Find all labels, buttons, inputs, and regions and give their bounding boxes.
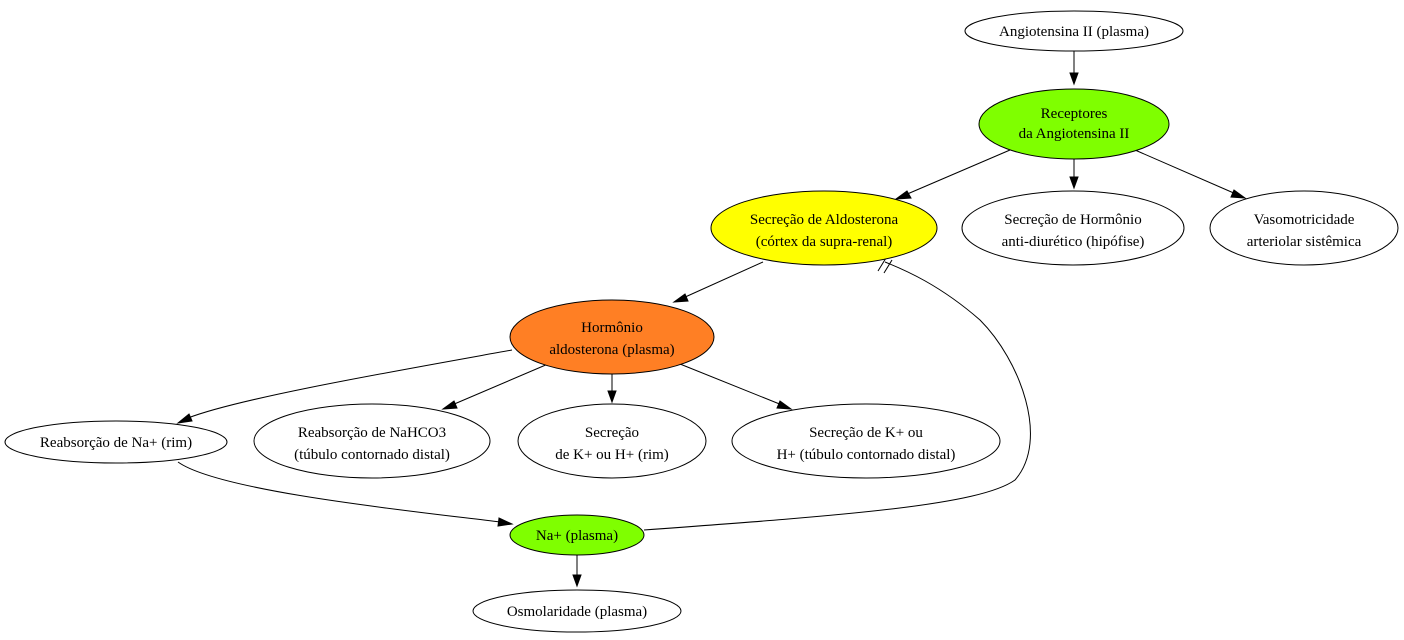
inhibition-tick-1 bbox=[877, 257, 887, 272]
node-shape bbox=[710, 190, 938, 266]
node-label: Reabsorção de Na+ (rim) bbox=[40, 435, 192, 451]
node-label-line-2: (túbulo contornado distal) bbox=[294, 447, 450, 463]
node-label-line-2: da Angiotensina II bbox=[1019, 126, 1130, 142]
node-label: Osmolaridade (plasma) bbox=[507, 604, 647, 620]
inhibition-tick-2 bbox=[883, 259, 893, 274]
node-label-line-1: Reabsorção de NaHCO3 bbox=[298, 425, 446, 441]
nodes: Angiotensina II (plasma) Receptores da A… bbox=[4, 10, 1399, 633]
node-label-line-2: aldosterona (plasma) bbox=[549, 342, 674, 358]
edge-hormonio-secrecao-k-rim bbox=[607, 372, 617, 404]
node-label-line-2: (córtex da supra-renal) bbox=[756, 234, 893, 250]
edge-na-plasma-inhibits-secrecao-aldosterona bbox=[643, 257, 1031, 531]
edge-secrecao-aldosterona-hormonio bbox=[672, 261, 764, 303]
node-reabsorcao-na: Reabsorção de Na+ (rim) bbox=[4, 420, 228, 464]
node-shape bbox=[1209, 190, 1399, 266]
node-secrecao-hormonio-antidiuretico: Secreção de Hormônio anti-diurético (hip… bbox=[961, 190, 1185, 266]
node-shape bbox=[4, 420, 228, 464]
edge-receptores-secrecao-aldosterona bbox=[894, 149, 1011, 200]
edge-reabsorcao-na-na-plasma bbox=[177, 461, 514, 527]
node-label-line-2: H+ (túbulo contornado distal) bbox=[777, 447, 956, 463]
node-shape bbox=[964, 10, 1184, 52]
node-shape bbox=[978, 88, 1170, 160]
node-label-line-1: Secreção de Aldosterona bbox=[750, 212, 899, 228]
node-label: Angiotensina II (plasma) bbox=[999, 24, 1149, 40]
node-shape bbox=[517, 403, 707, 479]
node-label-line-1: Secreção de Hormônio bbox=[1004, 212, 1141, 228]
node-label-line-2: arteriolar sistêmica bbox=[1247, 234, 1362, 250]
node-shape bbox=[253, 403, 491, 479]
node-label-line-1: Vasomotricidade bbox=[1254, 212, 1355, 228]
node-na-plasma: Na+ (plasma) bbox=[509, 514, 645, 556]
edge-receptores-secrecao-hormonio bbox=[1069, 158, 1079, 190]
node-label-line-1: Receptores bbox=[1041, 106, 1108, 122]
node-receptores: Receptores da Angiotensina II bbox=[978, 88, 1170, 160]
node-shape bbox=[509, 514, 645, 556]
edge-receptores-vasomotricidade bbox=[1134, 149, 1247, 199]
edge-hormonio-secrecao-k-distal bbox=[679, 363, 793, 410]
edge-angiotensina-receptores bbox=[1069, 50, 1079, 86]
node-secrecao-k-rim: Secreção de K+ ou H+ (rim) bbox=[517, 403, 707, 479]
node-shape bbox=[961, 190, 1185, 266]
edge-na-plasma-osmolaridade bbox=[572, 554, 582, 588]
node-shape bbox=[472, 589, 682, 633]
node-osmolaridade: Osmolaridade (plasma) bbox=[472, 589, 682, 633]
node-shape bbox=[731, 403, 1001, 479]
node-angiotensina: Angiotensina II (plasma) bbox=[964, 10, 1184, 52]
node-label-line-1: Secreção de K+ ou bbox=[809, 425, 923, 441]
node-hormonio-aldosterona: Hormônio aldosterona (plasma) bbox=[509, 299, 715, 375]
node-vasomotricidade: Vasomotricidade arteriolar sistêmica bbox=[1209, 190, 1399, 266]
node-label-line-2: de K+ ou H+ (rim) bbox=[555, 447, 669, 463]
node-label-line-1: Hormônio bbox=[581, 320, 643, 336]
node-secrecao-k-distal: Secreção de K+ ou H+ (túbulo contornado … bbox=[731, 403, 1001, 479]
node-reabsorcao-nahco3: Reabsorção de NaHCO3 (túbulo contornado … bbox=[253, 403, 491, 479]
node-label-line-2: anti-diurético (hipófise) bbox=[1002, 234, 1145, 250]
node-shape bbox=[509, 299, 715, 375]
node-secrecao-aldosterona: Secreção de Aldosterona (córtex da supra… bbox=[710, 190, 938, 266]
edge-hormonio-reabsorcao-na bbox=[176, 349, 513, 424]
edge-hormonio-reabsorcao-nahco3 bbox=[441, 363, 549, 410]
node-label-line-1: Secreção bbox=[585, 425, 639, 441]
edges bbox=[176, 50, 1247, 588]
node-label: Na+ (plasma) bbox=[536, 528, 618, 544]
